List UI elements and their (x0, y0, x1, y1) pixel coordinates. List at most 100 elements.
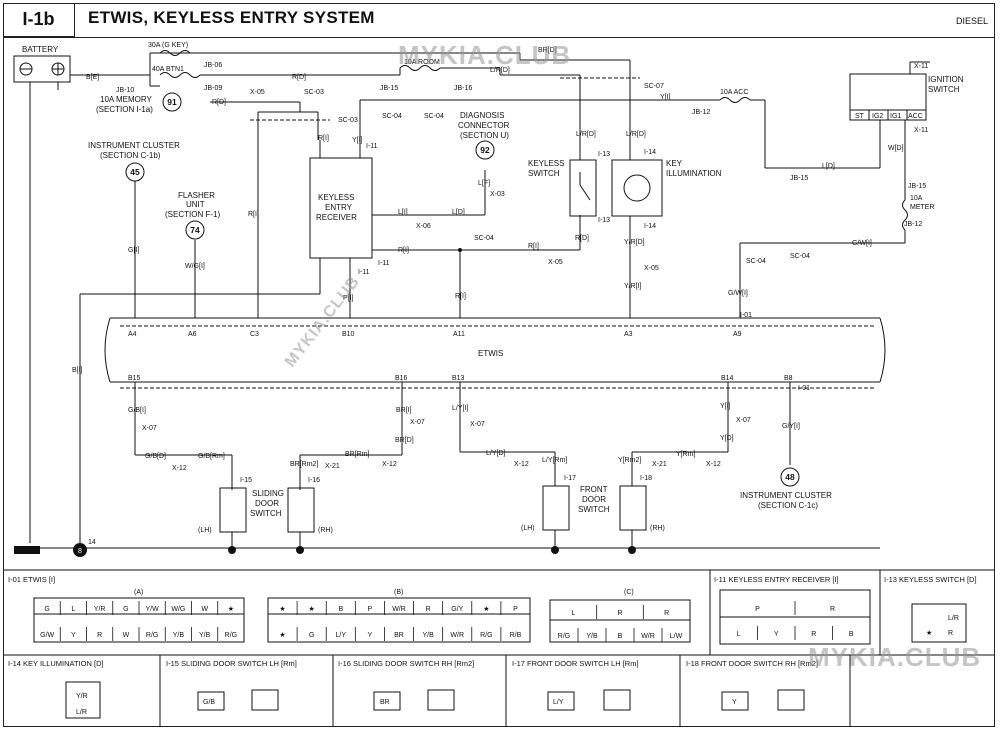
etwis-b-top-cell: W/R (392, 606, 406, 613)
fuse-acc-label: 10A ACC (720, 89, 748, 96)
wire-l-i: L[I] (398, 209, 408, 216)
wire-g-i: G[I] (128, 247, 139, 254)
pin-c3: C3 (250, 331, 259, 338)
front-door-switch-rh-symbol (619, 485, 647, 531)
header-divider (3, 37, 995, 38)
etwis-b-bot-cell: R/B (510, 632, 522, 639)
watermark-bottom: MYKIA.CLUB (808, 642, 982, 672)
keyill-cell-2: L/R (76, 709, 87, 716)
svg-text:48: 48 (785, 472, 795, 482)
receiver-bot-cell: B (849, 631, 854, 638)
keyless-cell-2: ★ (926, 629, 932, 637)
receiver-label-1: KEYLESS (318, 193, 354, 202)
front-label-3: SWITCH (578, 505, 610, 514)
sliding-label-1: SLIDING (252, 489, 284, 498)
keyless-switch-symbol (569, 159, 597, 217)
fuse-meter-label-2: METER (910, 204, 935, 211)
etwis-a-bot-cell: R/G (146, 632, 158, 639)
wire-l-d: L[D] (452, 209, 465, 216)
wire-yr-d: Y/R[D] (624, 239, 645, 246)
wire-br-rm: BR[Rm] (345, 451, 370, 458)
conn-x03: X-03 (490, 191, 505, 198)
wire-br-d-low: BR[D] (395, 437, 414, 444)
sliding-lh-label: (LH) (198, 527, 212, 534)
keyless-cell-1: L/R (948, 615, 959, 622)
ign-ig1: IG1 (890, 113, 901, 120)
i15-cell: G/B (203, 699, 215, 706)
receiver-label-2: ENTRY (325, 203, 353, 212)
etwis-a-top-cell: Y/W (146, 606, 160, 613)
front-label-1: FRONT (580, 485, 608, 494)
battery-symbol (13, 55, 71, 83)
cluster-bot-label-1: INSTRUMENT CLUSTER (740, 491, 832, 500)
wire-y-i-receiver: Y[I] (352, 137, 363, 144)
etwis-a-top-cell: W/G (171, 606, 185, 613)
wire-r-d-memory: R[D] (212, 99, 226, 106)
pin-b15: B15 (128, 375, 141, 382)
conn-i18: I-18 (640, 475, 652, 482)
panel-keyill-title: I-14 KEY ILLUMINATION [D] (8, 659, 104, 668)
conn-x12: X-12 (172, 465, 187, 472)
etwis-b-top-cell: P (513, 606, 518, 613)
panel-i16-title: I-16 SLIDING DOOR SWITCH RH [Rm2] (338, 659, 474, 668)
flasher-label-2: UNIT (186, 200, 205, 209)
conn-jb15-b: JB-15 (790, 175, 808, 182)
wire-br-i: BR[I] (396, 407, 412, 414)
ref-74-marker: 74 (185, 220, 205, 240)
flasher-label-1: FLASHER (178, 191, 215, 200)
etwis-b-top-cell: R (426, 606, 431, 613)
panel-etwis-group-c: (C) (624, 589, 634, 596)
panel-i15-title: I-15 SLIDING DOOR SWITCH LH [Rm] (166, 659, 297, 668)
front-door-switch-lh-symbol (542, 485, 570, 531)
conn-i14: I-14 (644, 149, 656, 156)
conn-x12-c: X-12 (514, 461, 529, 468)
keyless-receiver-symbol (309, 157, 373, 259)
etwis-b-top-cell: ★ (279, 605, 285, 613)
conn-sc07: SC-07 (644, 83, 664, 90)
pin-b8: B8 (784, 375, 793, 382)
conn-i15: I-15 (240, 477, 252, 484)
etwis-label: ETWIS (478, 349, 503, 358)
etwis-c-bot-cell: R/G (558, 633, 570, 640)
page-title: ETWIS, KEYLESS ENTRY SYSTEM (88, 8, 375, 27)
conn-jb12: JB-12 (692, 109, 710, 116)
etwis-a-bot-cell: Y/B (199, 632, 211, 639)
wire-lr-d-switch: L/R[D] (576, 131, 596, 138)
wire-gy-i: G/Y[I] (782, 423, 800, 430)
wire-ly-rm: L/Y[Rm] (542, 457, 567, 464)
conn-x11-b: X-11 (914, 127, 928, 134)
battery-label: BATTERY (22, 45, 59, 54)
etwis-a-bot-cell: R (97, 632, 102, 639)
wire-l-f: L[F] (478, 180, 490, 187)
conn-jb10: JB-10 (116, 87, 134, 94)
svg-text:45: 45 (130, 167, 140, 177)
ref-48-marker: 48 (780, 467, 800, 487)
ref-91-marker: 91 (162, 92, 182, 112)
etwis-c-bot-cell: Y/B (586, 633, 598, 640)
wire-y-rm2: Y[Rm2] (618, 457, 641, 464)
conn-jb12-b: JB-12 (904, 221, 922, 228)
conn-i13-b: I-13 (598, 217, 610, 224)
wire-lr-d: L/R[D] (490, 67, 510, 74)
panel-keyless-title: I-13 KEYLESS SWITCH [D] (884, 575, 977, 584)
conn-x05-b: X-05 (548, 259, 563, 266)
key-ill-label-2: ILLUMINATION (666, 169, 722, 178)
wire-gw-i-top: G/W[I] (852, 240, 872, 247)
wire-br-rm2: BR[Rm2] (290, 461, 318, 468)
wire-r-i-left: R[I] (248, 211, 259, 218)
pin-a6: A6 (188, 331, 197, 338)
sliding-label-2: DOOR (255, 499, 279, 508)
ign-st: ST (855, 113, 865, 120)
cluster-bot-label-2: (SECTION C-1c) (758, 501, 818, 510)
wire-r-i-receiver: R[I] (318, 135, 329, 142)
i18-cell: Y (732, 699, 737, 706)
conn-i01: I-01 (740, 312, 752, 319)
ref-8-marker: 8 (73, 543, 87, 557)
page-frame (3, 3, 995, 727)
pin-a11: A11 (453, 331, 465, 338)
conn-i16: I-16 (308, 477, 320, 484)
wire-r-i-etwis: R[I] (455, 293, 466, 300)
receiver-top-cell: P (755, 606, 760, 613)
